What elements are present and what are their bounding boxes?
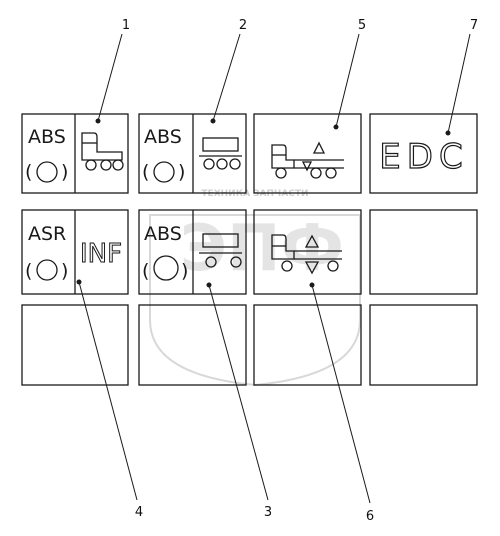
- panel-abs-truck: ABS ( ): [21, 113, 129, 194]
- watermark-text: ТЕХНИКА ЗАПЧАСТИ: [201, 189, 308, 199]
- svg-text:(: (: [25, 260, 32, 282]
- warning-circle-icon: ( ): [25, 259, 68, 282]
- panel-empty: [21, 304, 129, 386]
- leader-line-4: [78, 281, 138, 501]
- svg-text:(: (: [142, 161, 149, 183]
- warning-circle-icon: ( ): [25, 161, 68, 183]
- callout-number-5: 5: [358, 18, 366, 33]
- up-down-arrows-icon: [304, 234, 320, 275]
- callout-number-7: 7: [470, 18, 478, 33]
- callout-leaders: [76, 33, 471, 504]
- panel-abs-trailer-2: ABS ( ): [138, 209, 247, 295]
- panel-empty: [369, 304, 478, 386]
- panel-asr-inf: ASR ( ) INF: [21, 209, 129, 295]
- up-down-arrows-icon: [301, 141, 326, 172]
- leader-dot-4: [76, 279, 82, 285]
- panel-abs-trailer: ABS ( ): [138, 113, 247, 194]
- leader-dot-5: [333, 124, 339, 130]
- panel-empty: [138, 304, 247, 386]
- truck-icon: [271, 234, 342, 272]
- leader-line-5: [335, 33, 360, 128]
- trailer-icon: [199, 137, 242, 170]
- svg-text:): ): [178, 161, 185, 183]
- svg-text:(: (: [142, 260, 149, 282]
- svg-text:): ): [61, 260, 68, 282]
- panel-top-label: ABS: [144, 126, 182, 148]
- panel-empty: [369, 209, 478, 295]
- leader-line-3: [208, 284, 269, 501]
- svg-text:): ): [61, 161, 68, 183]
- truck-icon: [81, 132, 124, 171]
- panel-empty: [253, 304, 362, 386]
- panel-top-label: ABS: [28, 126, 66, 148]
- warning-circle-icon: ( ): [142, 255, 188, 282]
- watermark: ТЕХНИКА ЗАПЧАСТИ ЭПФ: [149, 189, 361, 387]
- panel-top-label: ABS: [144, 223, 182, 245]
- leader-line-6: [311, 284, 371, 504]
- warning-circle-icon: ( ): [142, 161, 185, 183]
- truck-icon: [271, 144, 344, 179]
- panel-truck-height: [253, 113, 362, 194]
- panel-top-label: ASR: [28, 223, 66, 245]
- panel-trailer-height: [253, 209, 362, 295]
- callout-number-1: 1: [122, 18, 130, 33]
- callout-number-6: 6: [366, 509, 374, 524]
- leader-line-7: [447, 33, 471, 134]
- leader-dot-6: [309, 282, 315, 288]
- callout-number-4: 4: [135, 505, 143, 520]
- leader-dot-7: [445, 130, 451, 136]
- callout-number-3: 3: [264, 505, 272, 520]
- leader-dot-1: [95, 118, 101, 124]
- panel-edc: EDC: [369, 113, 478, 194]
- leader-dot-3: [206, 282, 212, 288]
- svg-text:(: (: [25, 161, 32, 183]
- watermark-logo: ЭПФ: [180, 212, 344, 286]
- svg-text:): ): [181, 260, 188, 282]
- edc-label: EDC: [379, 137, 468, 177]
- inf-label: INF: [80, 239, 122, 269]
- trailer-icon: [199, 233, 242, 268]
- leader-line-1: [97, 33, 123, 122]
- leader-dot-2: [210, 118, 216, 124]
- callout-number-2: 2: [239, 18, 247, 33]
- leader-line-2: [212, 33, 241, 122]
